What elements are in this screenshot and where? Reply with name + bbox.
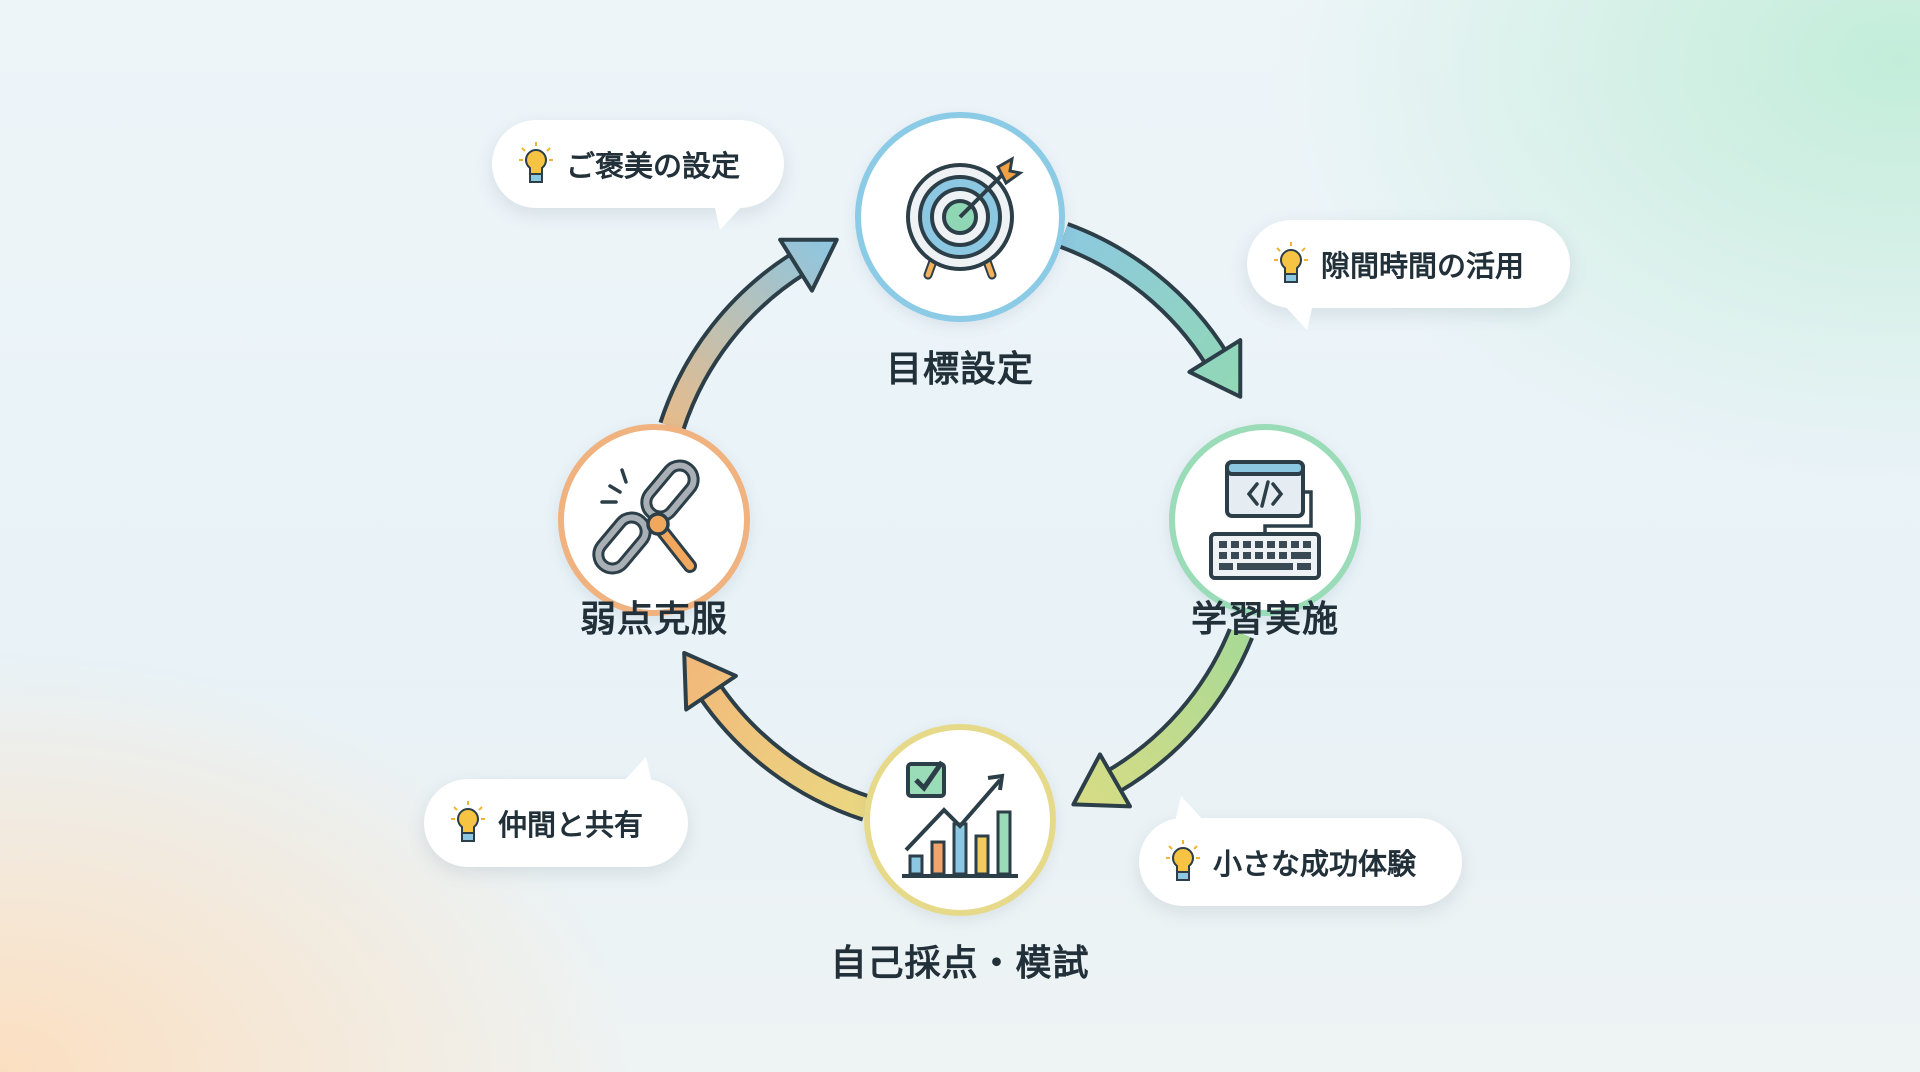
tip-text: 仲間と共有 bbox=[498, 808, 644, 842]
arrow-study-to-test bbox=[1071, 628, 1254, 809]
node-label-study: 学習実施 bbox=[1190, 599, 1340, 640]
lightbulb-icon bbox=[1166, 840, 1200, 881]
arrow-test-to-weakness bbox=[682, 650, 871, 822]
node-weakness bbox=[558, 424, 750, 616]
tip-bubble-spare-time: 隙間時間の活用 bbox=[1247, 220, 1570, 330]
computer-keyboard-icon bbox=[1209, 460, 1321, 580]
target-icon bbox=[906, 156, 1024, 280]
broken-chain-wrench-icon bbox=[592, 459, 700, 575]
lightbulb-icon bbox=[519, 142, 553, 183]
node-label-goal: 目標設定 bbox=[885, 349, 1035, 390]
arrow-body bbox=[1060, 225, 1226, 365]
chart-check-icon bbox=[902, 760, 1018, 878]
node-label-weakness: 弱点克服 bbox=[579, 599, 729, 640]
arrow-goal-to-study bbox=[1058, 222, 1243, 399]
node-goal-setting bbox=[855, 112, 1065, 322]
arrow-head bbox=[1187, 338, 1243, 399]
tip-text: 小さな成功体験 bbox=[1213, 847, 1417, 881]
tip-bubble-share: 仲間と共有 bbox=[424, 757, 688, 867]
arrow-head bbox=[778, 237, 839, 293]
node-self-scoring bbox=[864, 724, 1056, 916]
arrow-head bbox=[682, 650, 738, 712]
tip-bubble-reward: ご褒美の設定 bbox=[492, 120, 784, 230]
lightbulb-icon bbox=[1274, 242, 1308, 283]
tip-text: ご褒美の設定 bbox=[566, 149, 741, 183]
tip-text: 隙間時間の活用 bbox=[1321, 249, 1525, 283]
lightbulb-icon bbox=[451, 801, 485, 842]
tip-bubble-small-success: 小さな成功体験 bbox=[1139, 796, 1462, 906]
arrow-body bbox=[700, 683, 870, 818]
node-label-self-scoring: 自己採点・模試 bbox=[830, 943, 1090, 984]
arrow-weakness-to-goal bbox=[658, 237, 839, 431]
arrow-body bbox=[662, 254, 805, 430]
arrow-head bbox=[1071, 752, 1132, 809]
node-study bbox=[1169, 424, 1361, 616]
arrow-body bbox=[1106, 629, 1251, 792]
